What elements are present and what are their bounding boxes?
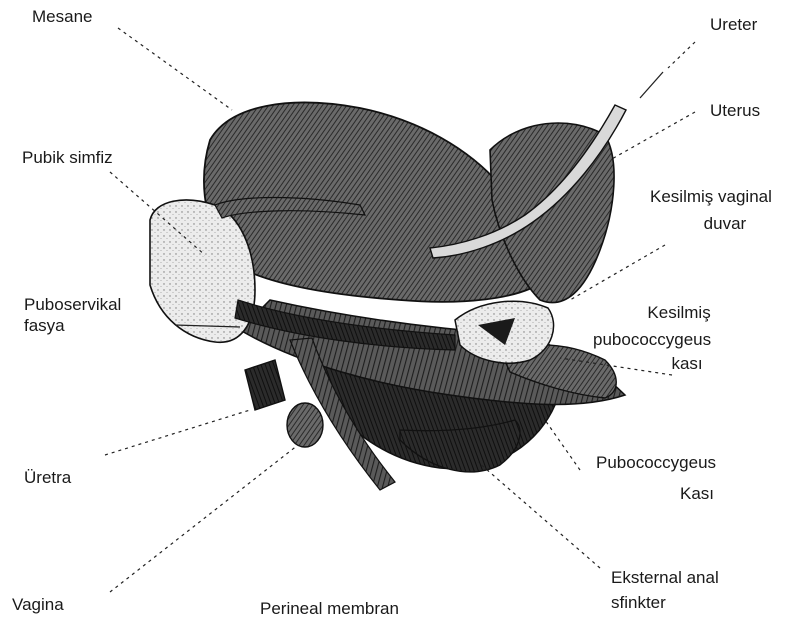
label-ureter: Ureter <box>710 14 757 35</box>
label-kesilmis-vaginal-line1: Kesilmiş vaginal <box>650 186 772 207</box>
label-kesilmis-pubococcygeus-line2: pubococcygeus <box>593 329 711 350</box>
label-vagina: Vagina <box>12 594 64 615</box>
leader-uterus <box>610 112 695 160</box>
label-perineal-membran: Perineal membran <box>260 598 399 619</box>
vagina-shape <box>287 403 323 447</box>
urethra-shape <box>245 360 285 410</box>
label-pubococcygeus-line1: Pubococcygeus <box>596 452 716 473</box>
label-kesilmis-pubococcygeus: Kesilmiş pubococcygeus kası <box>593 302 711 374</box>
leader-ureter-upper <box>668 42 695 68</box>
label-eksternal-anal-sfinkter: Eksternal anal sfinkter <box>611 567 719 614</box>
label-puboservikal-fasya: Puboservikal fasya <box>24 294 121 337</box>
label-puboservikal-line1: Puboservikal <box>24 294 121 315</box>
label-uterus: Uterus <box>710 100 760 121</box>
leader-uretra <box>105 410 250 455</box>
leader-vagina <box>110 445 298 592</box>
leader-mesane <box>118 28 232 110</box>
leader-eksternal-anal <box>478 462 600 568</box>
label-kesilmis-pubococcygeus-line3: kası <box>593 353 711 374</box>
label-kesilmis-vaginal-duvar: Kesilmiş vaginal duvar <box>650 186 772 235</box>
label-eksternal-anal-line2: sfinkter <box>611 592 719 613</box>
leader-ureter <box>640 72 663 98</box>
label-eksternal-anal-line1: Eksternal anal <box>611 567 719 588</box>
label-kesilmis-pubococcygeus-line1: Kesilmiş <box>593 302 711 323</box>
label-uretra: Üretra <box>24 467 71 488</box>
label-pubococcygeus-line2: Kası <box>596 483 716 504</box>
leader-pubococcygeus <box>545 420 580 470</box>
label-kesilmis-vaginal-line2: duvar <box>650 213 772 234</box>
label-pubococcygeus-kasi: Pubococcygeus Kası <box>596 452 716 505</box>
label-puboservikal-line2: fasya <box>24 315 121 336</box>
label-pubik-simfiz: Pubik simfiz <box>22 147 113 168</box>
label-mesane: Mesane <box>32 6 92 27</box>
